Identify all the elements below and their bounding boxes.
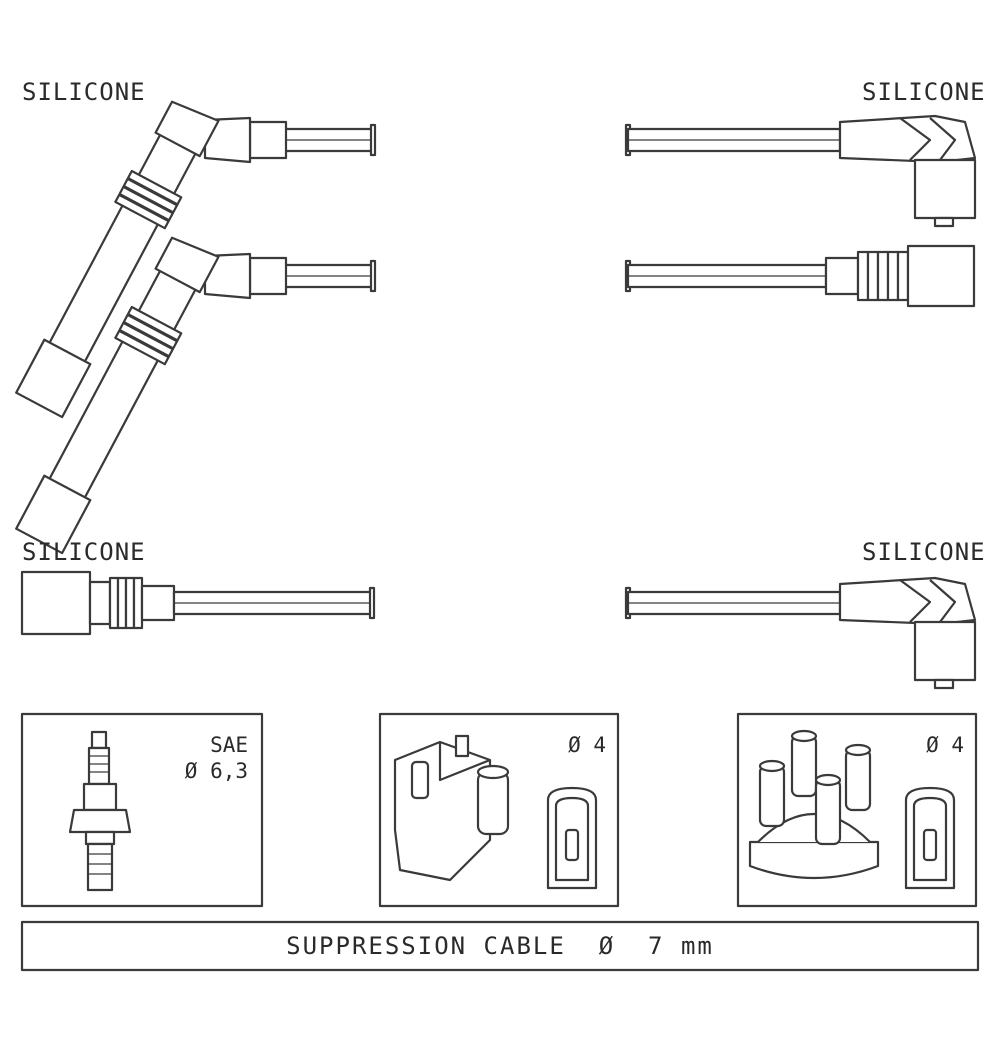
cable-bottom-left xyxy=(20,570,376,636)
distributor-label-diameter: Ø 4 xyxy=(926,733,964,757)
silicone-label-bottom-right: SILICONE xyxy=(862,538,986,566)
cable-spec-text: SUPPRESSION CABLE Ø 7 mm xyxy=(286,932,714,960)
silicone-label-top-left: SILICONE xyxy=(22,78,146,106)
silicone-label-bottom-left: SILICONE xyxy=(22,538,146,566)
cable-top-right-1 xyxy=(624,114,977,228)
cable-top-left-1 xyxy=(15,100,377,419)
ignition-coil-icon xyxy=(393,734,598,890)
cable-spec-bar xyxy=(20,920,980,972)
ignition-coil-label-diameter: Ø 4 xyxy=(568,733,606,757)
spark-plug-label-diameter: Ø 6,3 xyxy=(184,759,248,783)
silicone-label-top-right: SILICONE xyxy=(862,78,986,106)
cable-top-right-2 xyxy=(624,244,976,308)
distributor-cap-icon xyxy=(748,729,956,890)
spark-plug-icon xyxy=(68,730,132,892)
spark-plug-label-sae: SAE xyxy=(210,733,248,757)
cable-top-left-2 xyxy=(15,236,377,555)
spark-plug-box xyxy=(20,712,264,908)
cable-bottom-right xyxy=(624,576,977,690)
